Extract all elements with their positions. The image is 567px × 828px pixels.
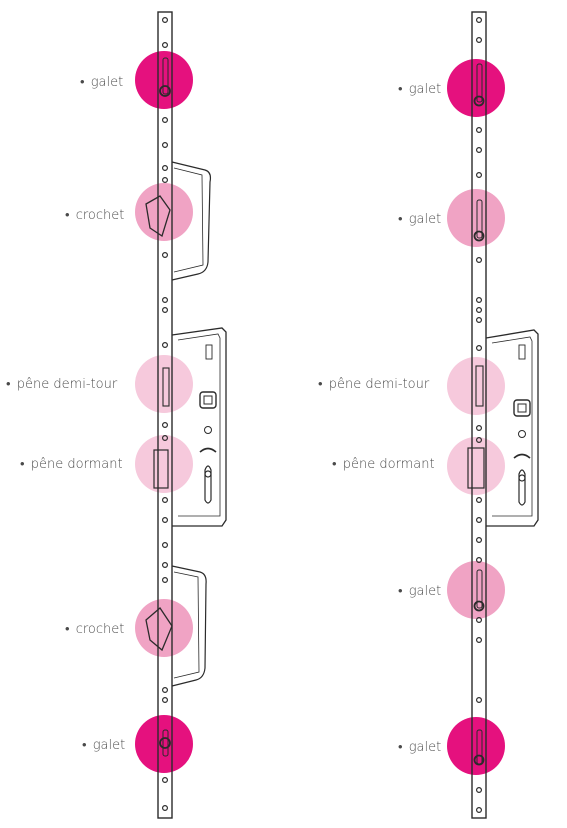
left-lock-drawing — [135, 11, 227, 819]
left-highlight-circle — [135, 715, 193, 773]
right-mounting-hole — [476, 636, 483, 643]
left-mounting-hole — [162, 696, 169, 703]
right-mounting-hole — [476, 17, 483, 24]
callout-label: • galet — [398, 740, 442, 755]
callout-label: • crochet — [65, 622, 125, 637]
right-mounting-hole — [476, 497, 483, 504]
right-highlight-circle — [447, 561, 505, 619]
callout-label: • galet — [398, 584, 442, 599]
callout-label: • pêne demi-tour — [318, 377, 430, 392]
right-highlight-circle — [447, 717, 505, 775]
left-mounting-hole — [162, 576, 169, 583]
left-mounting-hole — [162, 686, 169, 693]
right-mounting-hole — [476, 536, 483, 543]
left-mounting-hole — [162, 422, 169, 429]
right-highlight-circle — [447, 437, 505, 495]
left-mounting-hole — [162, 342, 169, 349]
left-mounting-hole — [162, 297, 169, 304]
right-mounting-hole — [476, 172, 483, 179]
right-mounting-hole — [476, 556, 483, 563]
right-mounting-hole — [476, 786, 483, 793]
callout-label: • galet — [398, 82, 442, 97]
right-highlight-circle — [447, 189, 505, 247]
left-mounting-hole — [162, 41, 169, 48]
left-upper-hook-plate — [171, 161, 212, 281]
callout-label: • galet — [398, 212, 442, 227]
left-mounting-hole — [162, 177, 169, 184]
right-mounting-hole — [476, 516, 483, 523]
right-mounting-hole — [476, 307, 483, 314]
left-mounting-hole — [162, 17, 169, 24]
right-mounting-hole — [476, 317, 483, 324]
left-mounting-hole — [162, 541, 169, 548]
right-lock-case — [485, 329, 539, 527]
right-mounting-hole — [476, 36, 483, 43]
left-mounting-hole — [162, 142, 169, 149]
callout-label: • pêne dormant — [332, 457, 435, 472]
left-highlight-circle — [135, 183, 193, 241]
callout-label: • pêne dormant — [20, 457, 123, 472]
right-mounting-hole — [476, 126, 483, 133]
left-bar — [157, 11, 173, 819]
left-highlight-circle — [135, 435, 193, 493]
left-mounting-hole — [162, 435, 169, 442]
right-mounting-hole — [476, 147, 483, 154]
right-mounting-hole — [476, 437, 483, 444]
right-lock-drawing — [447, 11, 539, 819]
left-mounting-hole — [162, 116, 169, 123]
left-mounting-hole — [162, 776, 169, 783]
left-highlight-circle — [135, 51, 193, 109]
right-mounting-hole — [476, 616, 483, 623]
left-mounting-hole — [162, 252, 169, 259]
left-mounting-hole — [162, 804, 169, 811]
callout-label: • crochet — [65, 208, 125, 223]
right-highlight-circle — [447, 59, 505, 117]
left-highlight-circle — [135, 355, 193, 413]
callout-label: • pêne demi-tour — [6, 377, 118, 392]
right-mounting-hole — [476, 696, 483, 703]
callout-label: • galet — [82, 738, 126, 753]
left-mounting-hole — [162, 561, 169, 568]
right-mounting-hole — [476, 425, 483, 432]
callout-label: • galet — [80, 75, 124, 90]
right-mounting-hole — [476, 345, 483, 352]
right-mounting-hole — [476, 806, 483, 813]
left-lower-hook-plate — [171, 565, 207, 687]
left-lock-case — [171, 327, 227, 527]
right-bar — [471, 11, 487, 819]
left-mounting-hole — [162, 165, 169, 172]
left-mounting-hole — [162, 516, 169, 523]
right-mounting-hole — [476, 297, 483, 304]
left-mounting-hole — [162, 307, 169, 314]
left-mounting-hole — [162, 497, 169, 504]
right-mounting-hole — [476, 257, 483, 264]
left-highlight-circle — [135, 599, 193, 657]
